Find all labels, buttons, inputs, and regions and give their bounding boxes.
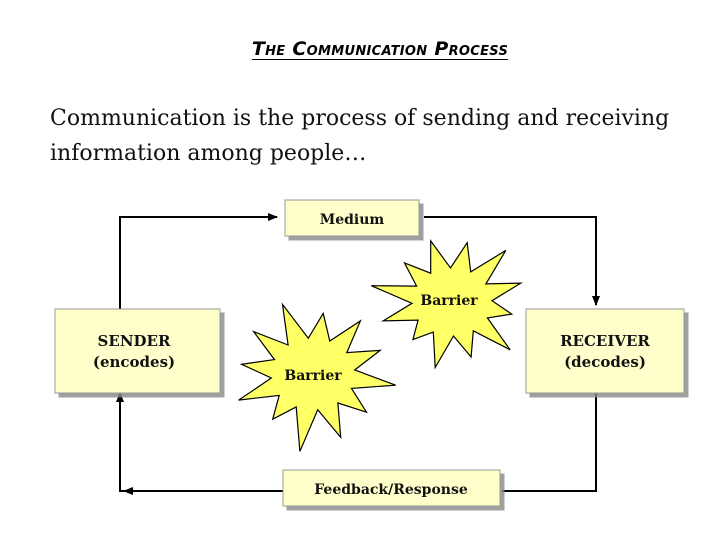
sender-label: SENDER [98, 332, 171, 350]
barrier-starburst-upper [371, 239, 524, 370]
receiver-box [525, 308, 685, 394]
feedback-to-sender-arrow [116, 392, 283, 492]
sender-sublabel: (encodes) [93, 353, 175, 371]
medium-to-receiver-arrow [424, 216, 600, 306]
medium-box [284, 199, 420, 237]
receiver-label: RECEIVER [560, 332, 650, 350]
receiver-sublabel: (decodes) [564, 353, 646, 371]
receiver-to-feedback-line [502, 393, 597, 492]
sender-box [54, 308, 221, 394]
feedback-label: Feedback/Response [314, 482, 468, 498]
sender-to-medium-arrow [119, 213, 278, 309]
barrier-label-upper: Barrier [420, 293, 478, 309]
intro-text: Communication is the process of sending … [50, 106, 670, 166]
barrier-label-lower: Barrier [284, 368, 342, 384]
medium-label: Medium [320, 212, 385, 228]
feedback-box [282, 469, 501, 507]
barrier-starburst-lower [238, 302, 396, 452]
page-title: The Communication Process [251, 38, 509, 60]
